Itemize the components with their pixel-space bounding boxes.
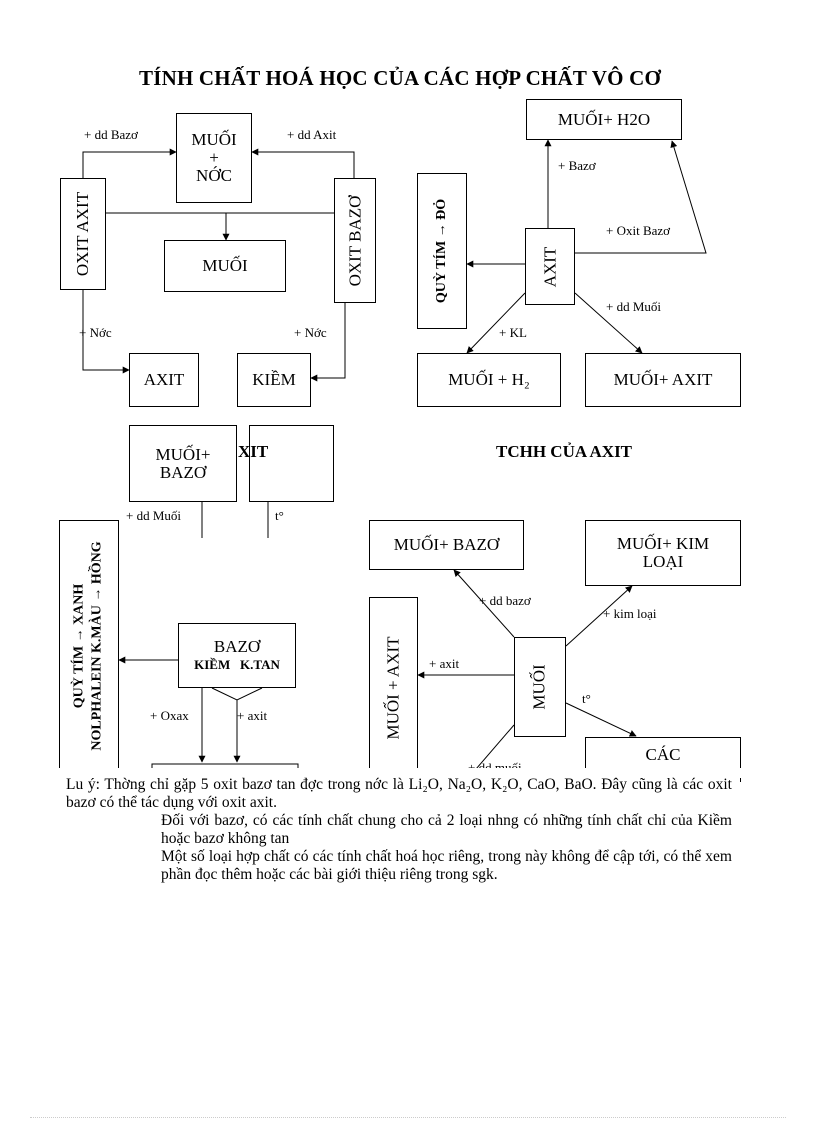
box-oxit-axit: OXIT AXIT [60, 178, 106, 290]
box-oxit-partial: XIT [238, 425, 334, 502]
indicator-quy-tim: QUỲ TÍM → XANH [72, 583, 88, 708]
box-axit: AXIT [129, 353, 199, 407]
note-paragraph-2: Đối với bazơ, có các tính chất chung cho… [161, 812, 732, 847]
box-muoi-nuoc-line2: + [209, 148, 219, 167]
page-title: TÍNH CHẤT HOÁ HỌC CỦA CÁC HỢP CHẤT VÔ CƠ [139, 66, 661, 90]
box-muoi-kim-loai-line2: LOẠI [642, 552, 684, 571]
label-dd-bazo: + dd Bazơ [84, 127, 138, 142]
arrow-oxit-bazo-to-muoi-nuoc [251, 148, 355, 178]
arrow-muoi-to-muoi-bazo [453, 569, 515, 638]
arrow-axit-to-muoi-h2 [466, 292, 526, 354]
box-bazo-sub: KIỀM K.TAN [194, 656, 280, 672]
indicator-phenolphtalein: NOLPHALEIN K.MÀU → HỒNG [90, 540, 106, 751]
note-paragraph-1: Lu ý: Thờng chỉ gặp 5 oxit bazơ tan đợc … [66, 776, 732, 811]
label-base-axit: + axit [237, 708, 268, 723]
label-dd-axit: + dd Axit [287, 127, 337, 142]
box-bazo-title: BAZƠ [213, 636, 261, 656]
box-salt-muoi-axit: MUỐI + AXIT [369, 597, 418, 777]
box-muoi-nuoc-line3: NỚC [196, 166, 232, 185]
box-muoi-bazo-top-line1: MUỐI+ [155, 444, 211, 464]
box-muoi-kim-loai-line1: MUỐI+ KIM [616, 534, 710, 553]
arrow-muoi-to-muoi-kim-loai [565, 585, 633, 647]
box-muoi-h2o: MUỐI+ H2O [526, 99, 682, 140]
box-salt-muoi-bazo: MUỐI+ BAZƠ [369, 520, 524, 570]
box-muoi-kim-loai: MUỐI+ KIM LOẠI [585, 520, 741, 586]
box-muoi-nuoc-line1: MUỐI [191, 130, 237, 149]
box-muoi-bazo-top-line2: BAZƠ [159, 462, 207, 482]
box-salt-muoi: MUỐI [514, 637, 566, 737]
label-salt-kim-loai: + kim loại [603, 606, 657, 621]
label-salt-t0: t° [582, 691, 591, 706]
arrow-oxit-axit-to-muoi-nuoc [82, 148, 177, 178]
box-quy-tim-do: QUỲ TÍM → ĐỎ [417, 173, 467, 329]
label-salt-dd-bazo: + dd bazơ [479, 593, 531, 608]
arrow-oxit-axit-to-axit [82, 290, 130, 374]
box-kiem: KIỀM [237, 353, 311, 407]
label-base-dd-muoi: + dd Muối [126, 508, 182, 523]
note-block: Lu ý: Thờng chỉ gặp 5 oxit bazơ tan đợc … [66, 776, 732, 884]
box-muoi-axit: MUỐI+ AXIT [585, 353, 741, 407]
label-salt-axit: + axit [429, 656, 460, 671]
line-bazo-fork [211, 687, 263, 701]
box-oxit-bazo: OXIT BAZƠ [334, 178, 376, 303]
label-acid-dd-muoi: + dd Muối [606, 299, 662, 314]
label-nuoc-right: + Nớc [294, 325, 327, 340]
box-bazo: BAZƠ KIỀM K.TAN [178, 623, 296, 688]
label-acid-kl: + KL [499, 325, 527, 340]
arrow-muoi-dd-muoi [469, 724, 515, 777]
label-nuoc-left: + Nớc [79, 325, 112, 340]
note-paragraph-3: Một số loại hợp chất có các tính chất ho… [161, 848, 732, 883]
arrow-muoi-to-cac [565, 702, 637, 737]
label-acid-bazo: + Bazơ [558, 158, 596, 173]
label-base-oxax: + Oxax [150, 708, 189, 723]
label-acid-oxit-bazo: + Oxit Bazơ [606, 223, 671, 238]
box-indicators: QUỲ TÍM → XANH NOLPHALEIN K.MÀU → HỒNG [59, 520, 119, 770]
box-axit-center: AXIT [525, 228, 575, 305]
box-muoi-bazo-top: MUỐI+ BAZƠ [129, 425, 237, 502]
arrow-axit-to-muoi-axit [574, 292, 643, 354]
arrow-oxit-bazo-to-kiem [310, 303, 346, 382]
note-clip [0, 768, 816, 778]
acid-diagram-title: TCHH CỦA AXIT [496, 442, 633, 461]
arrow-axit-to-muoi-h2o-via-oxit-bazo [575, 140, 707, 254]
label-base-t0: t° [275, 508, 284, 523]
box-muoi-nuoc: MUỐI + NỚC [176, 113, 252, 203]
footer-divider [30, 1117, 786, 1118]
box-muoi: MUỐI [164, 240, 286, 292]
box-muoi-h2: MUỐI + H₂ [417, 353, 561, 407]
